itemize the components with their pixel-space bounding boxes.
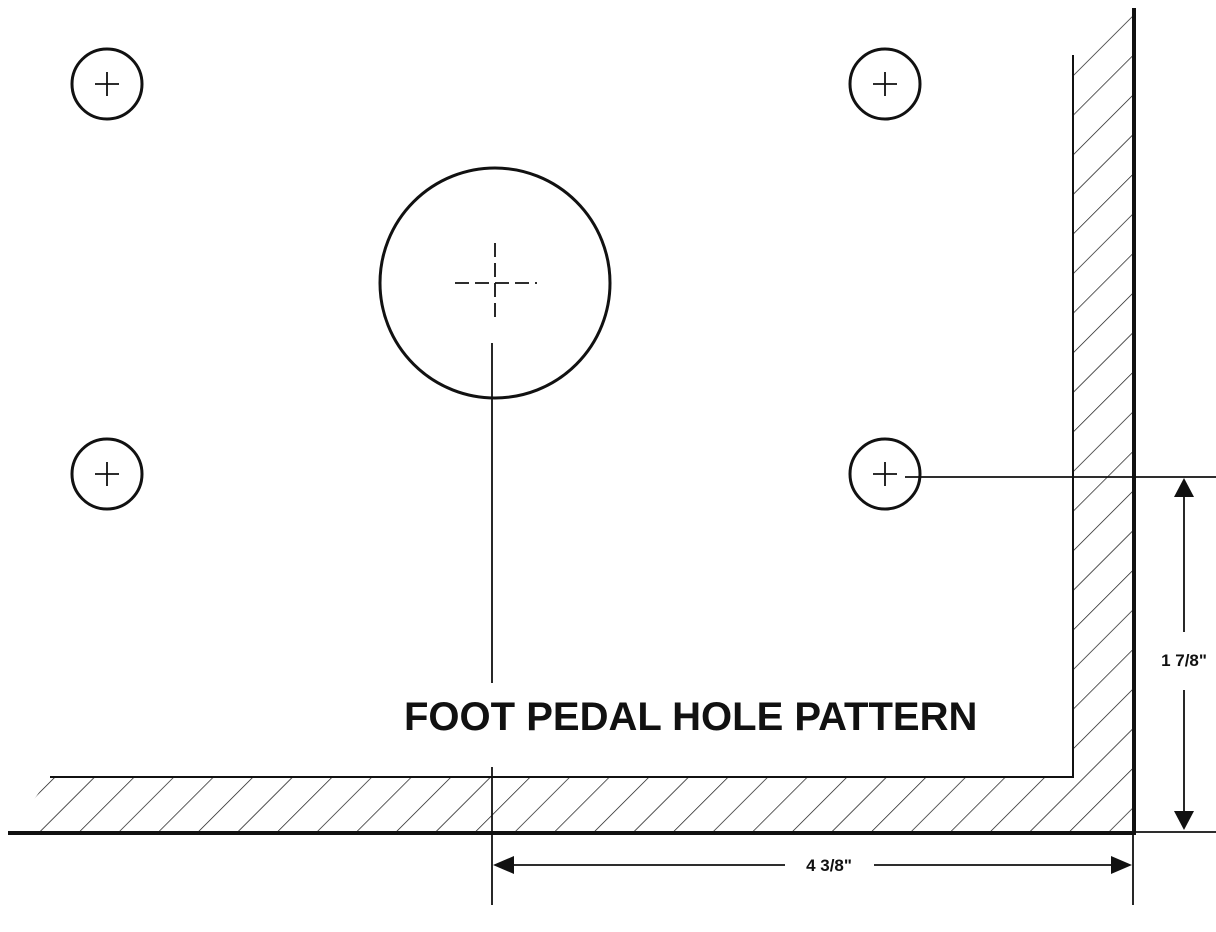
arrow-down-icon xyxy=(1174,811,1194,830)
horizontal-dimension: 4 3/8" xyxy=(493,856,1132,875)
mounting-hole-bottom-left xyxy=(70,437,144,511)
horizontal-dimension-label: 4 3/8" xyxy=(806,856,852,875)
mounting-hole-top-left xyxy=(70,47,144,121)
vertical-dimension: 1 7/8" xyxy=(1161,478,1207,830)
arrow-up-icon xyxy=(1174,478,1194,497)
vertical-dimension-label: 1 7/8" xyxy=(1161,651,1207,670)
hatched-angle-section xyxy=(8,8,1136,835)
drawing-title: FOOT PEDAL HOLE PATTERN xyxy=(404,695,977,739)
mounting-hole-top-right xyxy=(848,47,922,121)
mounting-hole-bottom-right xyxy=(848,437,922,511)
arrow-right-icon xyxy=(1111,856,1132,874)
arrow-left-icon xyxy=(493,856,514,874)
main-pedal-hole xyxy=(378,166,612,400)
angle-inner-edge xyxy=(50,55,1074,778)
